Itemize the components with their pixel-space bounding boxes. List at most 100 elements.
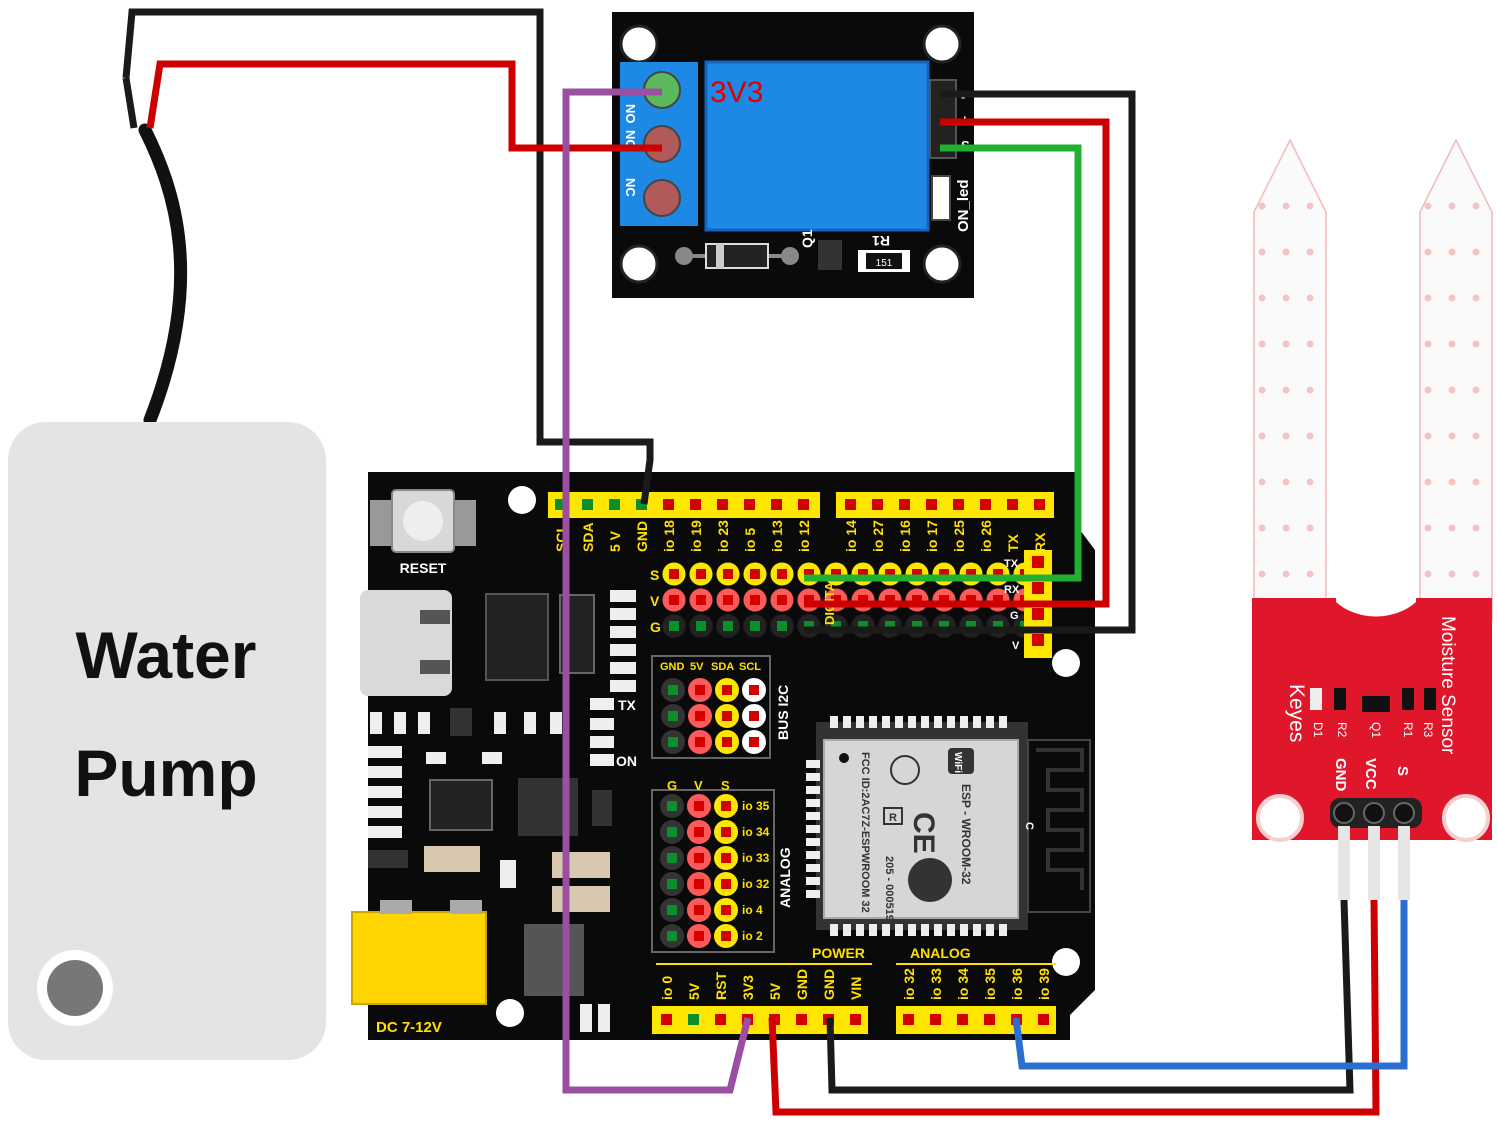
sensor-pin <box>1393 802 1415 824</box>
dc-jack-label: DC 7-12V <box>376 1019 442 1036</box>
header-pin <box>661 1014 672 1025</box>
analog-pin-hole <box>694 801 704 811</box>
smd-part <box>590 736 614 748</box>
dc-jack-pin <box>380 900 412 914</box>
wire-sensor-gnd <box>826 899 1354 1094</box>
usb-c-tab <box>420 610 450 624</box>
module-pin <box>806 786 820 794</box>
prong-pad <box>1424 478 1432 486</box>
sensor-transistor <box>1362 696 1390 712</box>
prong-pad <box>1282 570 1290 578</box>
svg-pin-hole <box>804 569 814 579</box>
header-pin <box>744 499 755 510</box>
on-led-label: ON <box>616 753 637 769</box>
smd-part <box>418 712 430 734</box>
pump-label-line2: Pump <box>74 736 257 810</box>
wire-sensor-signal <box>1012 900 1408 1070</box>
sensor-pin <box>1333 802 1355 824</box>
analog-pin-hole <box>694 931 704 941</box>
header-pin-label: 3V3 <box>740 975 756 1000</box>
svg-pin-hole <box>993 569 1003 579</box>
wires <box>122 8 1408 1116</box>
prong-pad <box>1424 202 1432 210</box>
sensor-component-label: R1 <box>1401 722 1415 738</box>
i2c-label: BUS I2C <box>775 685 791 740</box>
wire-relay-gnd <box>804 90 1136 634</box>
header-pin-label: io 17 <box>924 520 940 552</box>
header-pin-label: io 36 <box>1009 968 1025 1000</box>
prong-pad <box>1448 478 1456 486</box>
module-pin <box>806 890 820 898</box>
i2c-pin-hole <box>695 685 705 695</box>
module-pin <box>830 716 838 728</box>
svg-pin-hole <box>804 595 814 605</box>
sensor-prong-right <box>1419 138 1493 621</box>
relay-r-label: R1 <box>872 233 890 249</box>
smd-part <box>610 608 636 620</box>
resistor-code: 151 <box>876 258 893 269</box>
i2c-pin-hole <box>722 737 732 747</box>
analog-pin-label: io 34 <box>742 825 770 839</box>
row-label-s: S <box>650 567 659 583</box>
i2c-pin-hole <box>668 711 678 721</box>
prong-pad <box>1448 386 1456 394</box>
module-pin <box>806 773 820 781</box>
module-pin <box>806 864 820 872</box>
smd-part <box>368 766 402 778</box>
module-cert: 205 - 000519 <box>883 856 895 921</box>
header-pin <box>798 499 809 510</box>
analog-header-label: S <box>721 778 730 793</box>
sensor-prong-pads <box>1258 202 1480 578</box>
analog-pin-label: io 4 <box>742 903 763 917</box>
smd-part <box>592 790 612 826</box>
sensor-lead <box>1368 826 1380 900</box>
svg-pin-hole <box>912 569 922 579</box>
relay-mount-hole <box>619 24 659 64</box>
prong-pad <box>1282 202 1290 210</box>
header-pin-label: io 13 <box>769 520 785 552</box>
header-pin-label: 5V <box>767 982 783 1000</box>
analog-pin-label: io 33 <box>742 851 770 865</box>
svg-pin-hole <box>885 569 895 579</box>
header-pin-label: io 35 <box>982 968 998 1000</box>
pump-outlet <box>47 960 103 1016</box>
module-pin <box>921 924 929 936</box>
svg-pin-hole <box>777 621 787 631</box>
relay-q-label: Q1 <box>799 229 815 248</box>
sensor-pin-label: VCC <box>1362 758 1379 790</box>
svg-pin-hole <box>939 595 949 605</box>
sensor-board <box>1252 598 1492 840</box>
prong-pad <box>1424 570 1432 578</box>
smd-part <box>426 752 446 764</box>
regulator-large <box>524 924 584 996</box>
power-title: POWER <box>812 945 865 961</box>
prong-pad <box>1258 432 1266 440</box>
svg-pin-hole <box>912 621 922 631</box>
wire-relay-com-3v3 <box>562 88 752 1094</box>
wire-relay-signal <box>804 144 1082 582</box>
uart-label: TX <box>1004 558 1019 570</box>
module-pin <box>947 716 955 728</box>
svg-pin-hole <box>831 595 841 605</box>
smd-part <box>494 712 506 734</box>
header-pin <box>771 499 782 510</box>
header-pin <box>690 499 701 510</box>
sensor-component-label: Q1 <box>1369 722 1383 738</box>
svg-pin-hole <box>966 621 976 631</box>
dc-jack <box>351 911 487 1005</box>
prong-pad <box>1282 432 1290 440</box>
uart-pin <box>1032 634 1044 646</box>
header-pin-label: RST <box>713 972 729 1000</box>
svg-pin-hole <box>993 621 1003 631</box>
smd-part <box>368 746 402 758</box>
svg-pin-hole <box>831 621 841 631</box>
prong-pad <box>1424 294 1432 302</box>
wire-relay-vcc <box>804 118 1110 608</box>
prong-pad <box>1472 340 1480 348</box>
uart-pin <box>1032 582 1044 594</box>
module-pin <box>806 851 820 859</box>
module-pin <box>843 924 851 936</box>
header-pin <box>715 1014 726 1025</box>
prong-pad <box>1472 202 1480 210</box>
